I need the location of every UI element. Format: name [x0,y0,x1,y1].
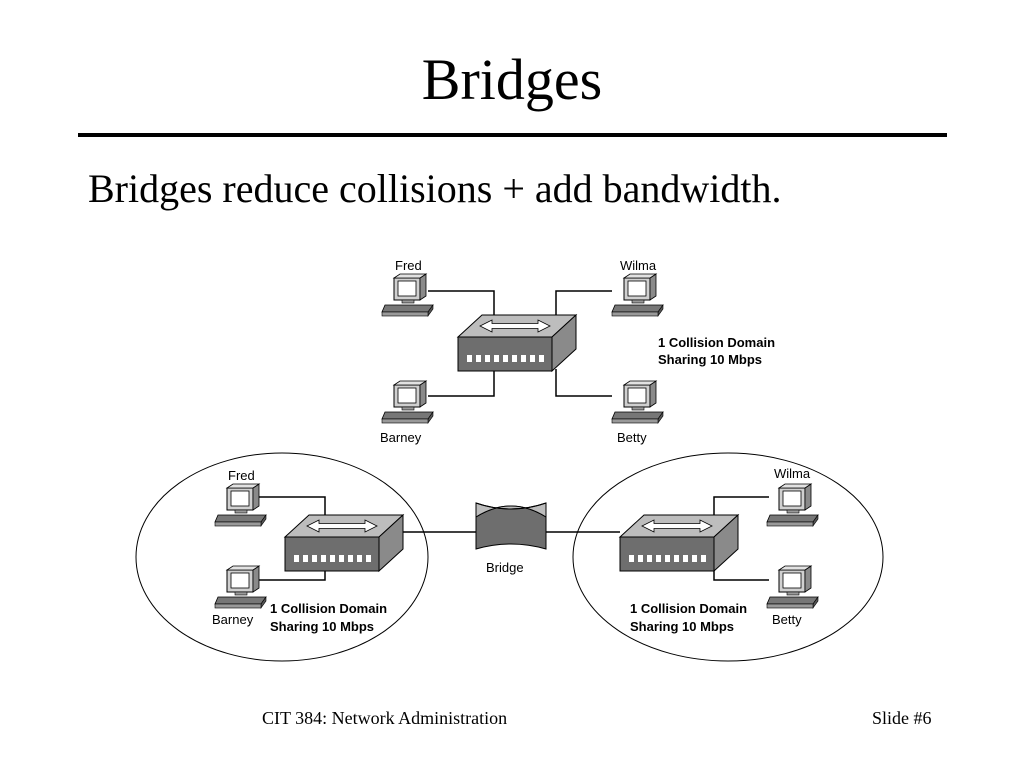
right-collision-domain-line2: Sharing 10 Mbps [630,619,734,634]
computer-barney-left-icon [214,565,267,609]
left-collision-domain-line1: 1 Collision Domain [270,601,387,616]
computer-barney-icon [381,380,434,424]
host-label-fred-left: Fred [228,468,255,483]
top-collision-domain-line1: 1 Collision Domain [658,335,775,350]
right-collision-domain-line1: 1 Collision Domain [630,601,747,616]
computer-wilma-right-icon [766,483,819,527]
computer-fred-icon [381,273,434,317]
computer-fred-left-icon [214,483,267,527]
footer-slide-number: Slide #6 [872,708,932,728]
right-collision-domain-ellipse [572,452,884,662]
host-label-fred: Fred [395,258,422,273]
computer-betty-icon [611,380,664,424]
slide-title: Bridges [421,47,603,112]
left-hub [284,514,404,572]
top-hub [457,314,577,372]
host-label-betty: Betty [617,430,647,445]
bottom-cables [258,496,769,581]
bridge-icon [475,502,547,550]
right-hub [619,514,739,572]
footer-course-name: CIT 384: Network Administration [262,708,508,728]
left-collision-domain-line2: Sharing 10 Mbps [270,619,374,634]
host-label-betty-right: Betty [772,612,802,627]
top-collision-domain-line2: Sharing 10 Mbps [658,352,762,367]
host-label-barney: Barney [380,430,422,445]
computer-betty-right-icon [766,565,819,609]
host-label-wilma: Wilma [620,258,657,273]
bridge-label: Bridge [486,560,524,575]
bridged-network: Bridge Fred Barney Wilma Betty 1 Collisi… [135,452,884,662]
title-divider [78,133,947,137]
left-collision-domain-ellipse [135,452,429,662]
computer-wilma-icon [611,273,664,317]
host-label-wilma-right: Wilma [774,466,811,481]
top-cables [428,290,612,397]
host-label-barney-left: Barney [212,612,254,627]
bullet-text: Bridges reduce collisions + add bandwidt… [88,166,782,211]
top-hub-network: Fred Wilma Barney Betty 1 Collision Doma… [380,258,775,445]
